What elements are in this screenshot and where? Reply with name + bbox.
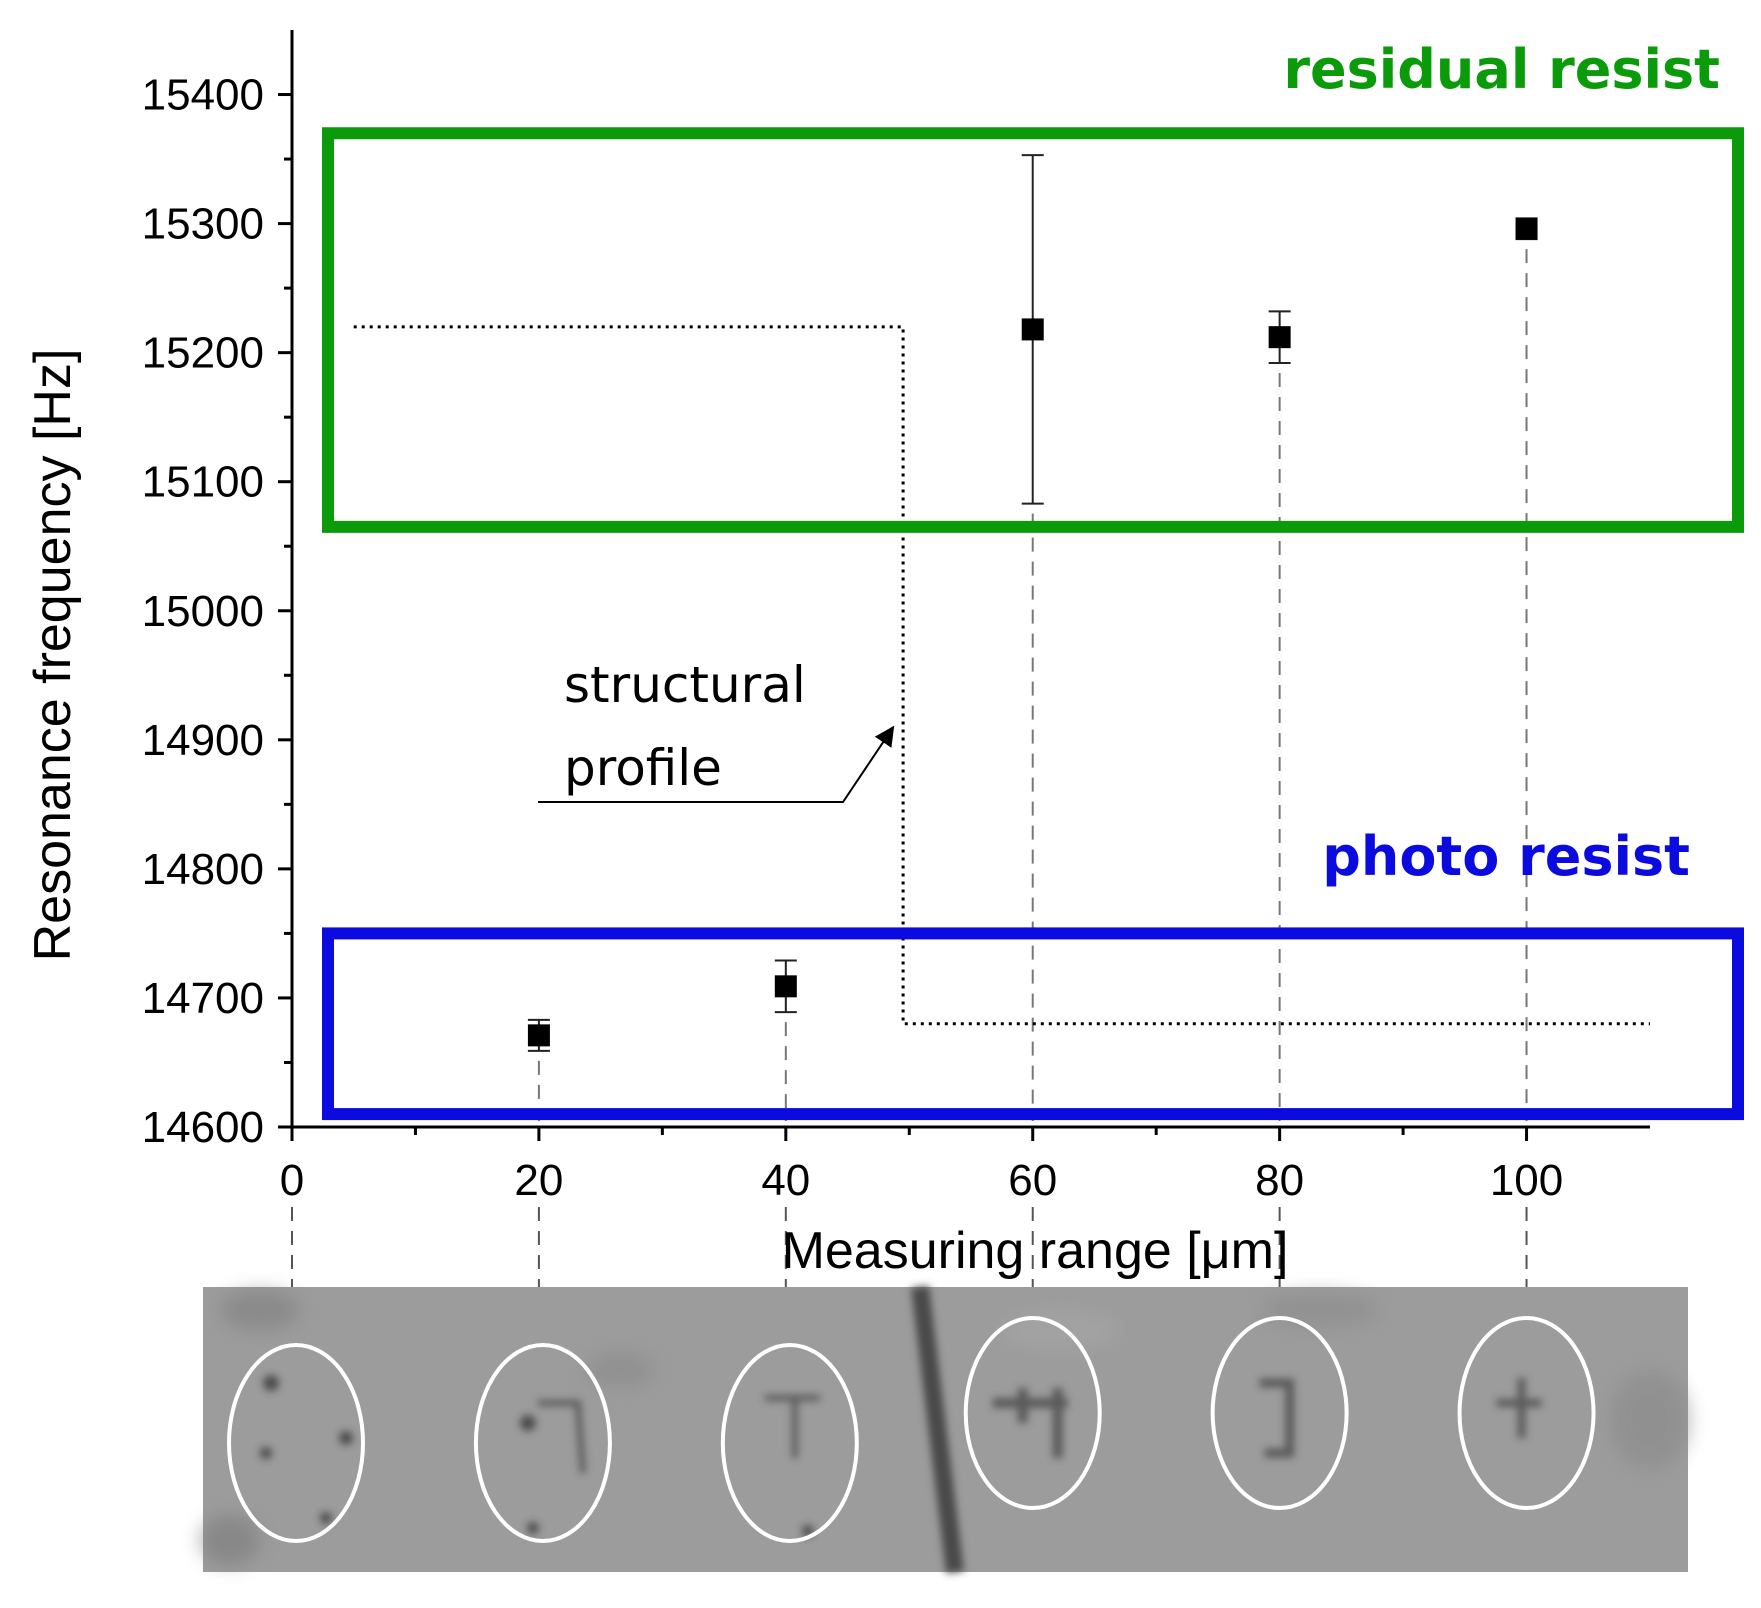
photo-resist-label: photo resist <box>1322 825 1690 888</box>
photo-highlight-ellipse <box>1210 1316 1349 1510</box>
data-point-marker <box>1515 217 1538 240</box>
data-point-marker <box>1021 318 1044 341</box>
residual-resist-label: residual resist <box>1283 38 1720 101</box>
y-tick-label: 15100 <box>142 458 264 507</box>
data-points <box>527 154 1538 1052</box>
photo-highlight-ellipse <box>1457 1316 1596 1510</box>
photo-highlight-ellipse <box>473 1343 612 1543</box>
guide-lines <box>291 249 1528 1345</box>
x-axis-title: Measuring range [μm] <box>782 1222 1289 1280</box>
annotation-leader-line <box>538 725 895 803</box>
x-tick-label: 0 <box>280 1156 304 1205</box>
photo-structure-mark <box>1259 1378 1295 1458</box>
photo-structure-mark <box>1496 1378 1542 1438</box>
region-boxes <box>322 127 1744 1121</box>
structural-profile-line <box>353 325 1650 1026</box>
axes: 14600 14700 14800 14900 15000 15100 15200 15300… <box>142 30 1650 1205</box>
x-tick-label: 60 <box>1008 1156 1057 1205</box>
x-tick-label: 80 <box>1255 1156 1304 1205</box>
x-tick-label: 100 <box>1490 1156 1563 1205</box>
photo-highlight-ellipse <box>227 1343 365 1543</box>
y-tick-label: 14600 <box>142 1103 264 1152</box>
photo-resist-box <box>322 927 1744 1121</box>
data-point-marker <box>774 975 797 998</box>
x-tick-label: 20 <box>514 1156 563 1205</box>
structural-profile-label-line1: structural <box>564 656 806 714</box>
photo-structure-marks <box>260 1375 1542 1537</box>
data-point-marker <box>527 1024 550 1047</box>
photo-structure-mark <box>519 1400 586 1534</box>
y-tick-label: 14800 <box>142 845 264 894</box>
y-tick-label: 14700 <box>142 974 264 1023</box>
photo-structure-mark <box>992 1388 1068 1458</box>
y-tick-label: 15200 <box>142 329 264 378</box>
y-tick-label: 15000 <box>142 587 264 636</box>
photo-highlight-ellipse <box>720 1343 859 1543</box>
x-axis-ticks: 0 20 40 60 80 100 <box>280 1127 1563 1205</box>
residual-resist-box <box>322 127 1744 533</box>
y-axis-title: Resonance frequency [Hz] <box>24 349 82 962</box>
data-point-marker <box>1268 326 1291 349</box>
structural-profile-label-line2: profile <box>564 739 722 797</box>
y-tick-label: 15300 <box>142 200 264 249</box>
microscope-photo <box>200 1285 1690 1574</box>
y-axis-ticks: 14600 14700 14800 14900 15000 15100 15200 15300… <box>142 71 292 1152</box>
y-tick-label: 14900 <box>142 716 264 765</box>
photo-highlight-ellipses <box>227 1316 1596 1543</box>
photo-structure-mark <box>260 1375 353 1524</box>
photo-scratch-line <box>911 1285 964 1574</box>
x-tick-label: 40 <box>761 1156 810 1205</box>
photo-highlight-ellipse <box>963 1316 1102 1510</box>
y-tick-label: 15400 <box>142 71 264 120</box>
